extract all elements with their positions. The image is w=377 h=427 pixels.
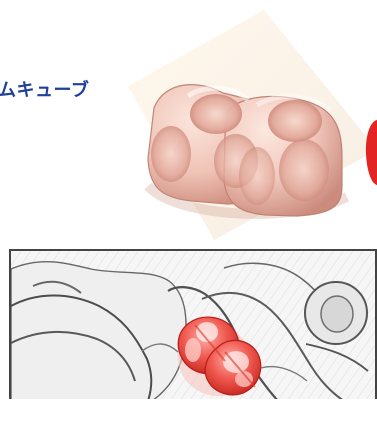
right-inner-cup bbox=[239, 147, 275, 205]
left-side-cup bbox=[151, 126, 191, 182]
product-image bbox=[128, 10, 377, 240]
anatomy-image bbox=[9, 249, 377, 399]
red-shape bbox=[366, 120, 377, 185]
right-front-cup bbox=[279, 139, 329, 201]
right-top-cup bbox=[268, 100, 322, 142]
left-top-cup bbox=[190, 94, 242, 134]
product-title: ムキューブ bbox=[0, 76, 89, 102]
